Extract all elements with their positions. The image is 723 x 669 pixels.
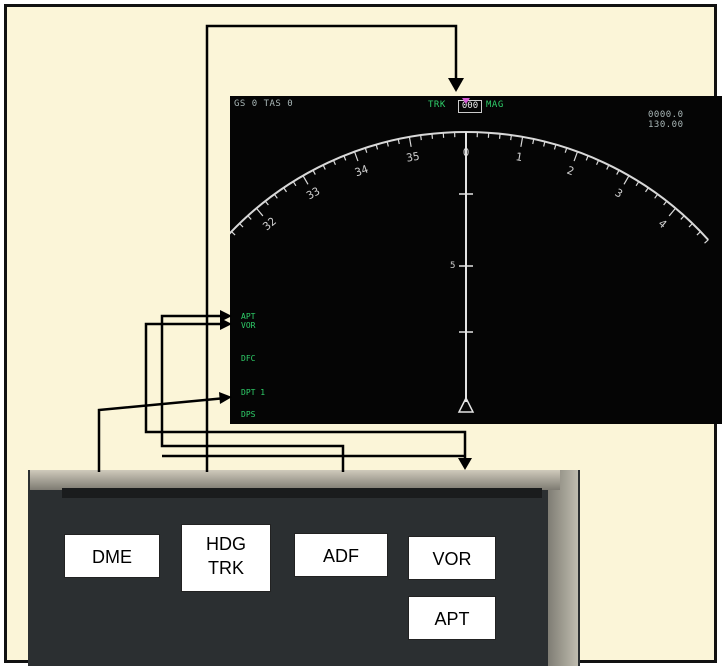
compass-tick bbox=[231, 231, 236, 236]
compass-tick bbox=[623, 175, 630, 185]
arrow-hdg-trk bbox=[205, 24, 458, 472]
vor-button[interactable]: VOR bbox=[408, 536, 496, 580]
compass-tick bbox=[606, 164, 610, 170]
compass-tick bbox=[239, 223, 244, 228]
dme-button-label: DME bbox=[92, 547, 132, 567]
adf-button-label: ADF bbox=[323, 546, 359, 566]
compass-tick bbox=[247, 215, 252, 220]
mode-label-dps: DPS bbox=[241, 410, 256, 419]
compass-tick bbox=[255, 207, 264, 217]
compass-tick bbox=[543, 141, 546, 147]
arrowhead-vor bbox=[220, 310, 232, 322]
compass-label: 34 bbox=[353, 162, 370, 179]
compass-tick bbox=[654, 193, 659, 199]
compass-tick bbox=[353, 151, 359, 162]
compass-tick bbox=[364, 147, 368, 153]
arrowhead-top bbox=[448, 78, 464, 92]
panel-slot bbox=[62, 488, 542, 498]
compass-tick bbox=[596, 159, 600, 165]
compass-tick bbox=[431, 133, 434, 139]
compass-tick bbox=[680, 215, 685, 220]
compass-tick bbox=[532, 138, 535, 145]
trk-label-button: TRK bbox=[208, 558, 244, 578]
apt-button[interactable]: APT bbox=[408, 596, 496, 640]
compass-tick bbox=[520, 136, 524, 147]
compass-tick bbox=[322, 164, 326, 170]
compass-tick bbox=[704, 239, 709, 244]
range-readout-1: 0000.0 bbox=[648, 110, 684, 120]
compass-tick bbox=[408, 136, 412, 147]
compass-tick bbox=[420, 135, 422, 141]
compass-tick bbox=[616, 169, 620, 175]
compass-tick bbox=[375, 144, 379, 150]
compass-tick bbox=[573, 151, 579, 162]
compass-rose: 32333435012345 bbox=[230, 98, 710, 413]
arrow-apt bbox=[144, 322, 467, 460]
compass-tick bbox=[386, 141, 389, 147]
track-readout: 000 bbox=[458, 100, 482, 113]
compass-tick bbox=[663, 200, 668, 206]
compass-tick bbox=[397, 138, 400, 145]
compass-tick bbox=[585, 155, 589, 161]
vor-button-label: VOR bbox=[432, 549, 472, 569]
compass-tick bbox=[292, 181, 297, 187]
mode-label-vor: VOR bbox=[241, 321, 256, 330]
dme-button[interactable]: DME bbox=[64, 534, 160, 578]
compass-tick bbox=[312, 169, 316, 175]
arrow-vor bbox=[160, 314, 345, 472]
compass-tick bbox=[498, 133, 501, 139]
compass-tick bbox=[635, 181, 640, 187]
compass-tick bbox=[283, 187, 287, 193]
arrow-dme bbox=[97, 396, 227, 472]
adf-button[interactable]: ADF bbox=[294, 533, 388, 577]
hdg-label: HDG bbox=[206, 534, 246, 554]
compass-tick bbox=[510, 135, 512, 141]
mode-label-apt: APT bbox=[241, 312, 256, 321]
mode-label-dpt: DPT 1 bbox=[241, 388, 266, 397]
range-readout-2: 130.00 bbox=[648, 120, 684, 130]
speed-readout: GS 0 TAS 0 bbox=[234, 99, 294, 109]
arrowhead-down bbox=[458, 458, 472, 470]
panel-side-highlight bbox=[548, 470, 578, 666]
arrowhead-apt bbox=[220, 318, 232, 330]
compass-tick bbox=[688, 223, 693, 228]
compass-tick bbox=[668, 207, 677, 217]
mag-label: MAG bbox=[486, 100, 504, 110]
compass-label: 1 bbox=[515, 150, 524, 164]
compass-tick bbox=[564, 147, 568, 153]
trk-label: TRK bbox=[428, 100, 446, 110]
compass-tick bbox=[302, 175, 309, 185]
heading-marker bbox=[462, 98, 470, 104]
compass-tick bbox=[645, 187, 649, 193]
compass-tick bbox=[273, 193, 278, 199]
compass-tick bbox=[343, 155, 347, 161]
compass-label: 33 bbox=[304, 184, 322, 202]
aircraft-symbol bbox=[457, 396, 475, 413]
compass-label: 35 bbox=[405, 150, 420, 165]
compass-label: 2 bbox=[565, 164, 576, 178]
compass-tick bbox=[696, 231, 701, 236]
range-label: 5 bbox=[450, 261, 455, 271]
mode-label-dfc: DFC bbox=[241, 354, 256, 363]
compass-tick bbox=[332, 159, 336, 165]
compass-tick bbox=[264, 200, 269, 206]
panel-top-edge bbox=[30, 470, 560, 490]
compass-tick bbox=[553, 144, 557, 150]
apt-button-label: APT bbox=[434, 609, 470, 629]
arrowhead-dme bbox=[219, 392, 232, 404]
hdg-trk-button[interactable]: HDG TRK bbox=[181, 524, 271, 592]
